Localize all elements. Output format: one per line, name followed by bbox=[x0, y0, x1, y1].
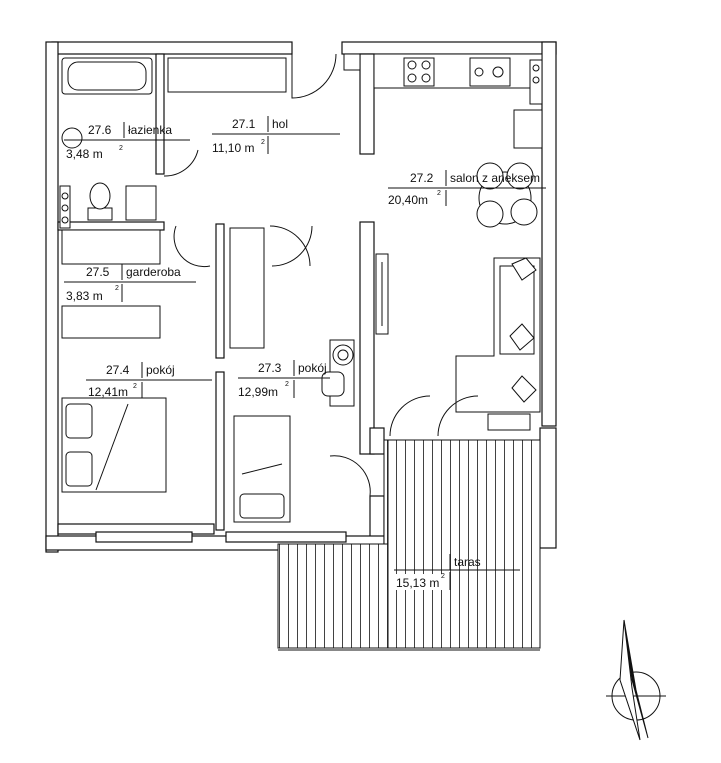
walls bbox=[45, 41, 557, 553]
dining-set bbox=[476, 162, 538, 228]
svg-text:pokój: pokój bbox=[146, 363, 175, 377]
bed-double bbox=[61, 397, 167, 493]
north-arrow-icon bbox=[606, 619, 666, 741]
svg-text:27.1: 27.1 bbox=[232, 117, 256, 131]
svg-text:pokój: pokój bbox=[298, 361, 327, 375]
dressing-wardrobe-bottom bbox=[61, 305, 161, 339]
toilet-bowl bbox=[89, 182, 111, 210]
svg-text:27.4: 27.4 bbox=[106, 363, 130, 377]
svg-text:garderoba: garderoba bbox=[126, 265, 181, 279]
hall-wardrobe bbox=[167, 57, 287, 93]
svg-text:11,10 m: 11,10 m bbox=[212, 141, 254, 155]
radiator bbox=[487, 413, 531, 431]
terrace bbox=[277, 439, 541, 651]
kitchen-heater bbox=[529, 59, 543, 105]
room-wardrobe bbox=[229, 227, 265, 349]
fridge bbox=[513, 109, 543, 149]
svg-text:27.3: 27.3 bbox=[258, 361, 282, 375]
washer bbox=[125, 185, 157, 221]
room-label-27-6: 27.6 łazienka 3,48 m 2 bbox=[64, 122, 190, 161]
heater bbox=[59, 185, 71, 229]
svg-text:27.5: 27.5 bbox=[86, 265, 110, 279]
dressing-wardrobe-top bbox=[61, 229, 161, 265]
room-label-27-1: 27.1 hol 11,10 m 2 bbox=[212, 116, 340, 155]
svg-text:2: 2 bbox=[261, 139, 265, 146]
svg-text:2: 2 bbox=[133, 383, 137, 390]
kitchen-counter bbox=[373, 53, 543, 89]
kitchen-sink bbox=[469, 57, 511, 87]
washbasin bbox=[61, 127, 83, 149]
svg-text:27.6: 27.6 bbox=[88, 123, 112, 137]
svg-text:salon z aneksem: salon z aneksem bbox=[450, 171, 540, 185]
svg-text:2: 2 bbox=[441, 573, 445, 580]
living-furniture bbox=[375, 253, 541, 431]
room-label-taras: taras 15,13 m 2 bbox=[393, 554, 520, 590]
svg-text:2: 2 bbox=[115, 285, 119, 292]
svg-text:łazienka: łazienka bbox=[128, 123, 172, 137]
room-label-27-5: 27.5 garderoba 3,83 m 2 bbox=[64, 264, 196, 303]
svg-text:taras: taras bbox=[454, 555, 481, 569]
room-label-27-3: 27.3 pokój 12,99m 2 bbox=[238, 360, 330, 399]
svg-text:3,83 m: 3,83 m bbox=[66, 289, 103, 303]
svg-text:2: 2 bbox=[119, 145, 123, 152]
chair-icon bbox=[332, 344, 354, 366]
svg-text:2: 2 bbox=[437, 190, 441, 197]
bathroom-fixtures bbox=[59, 57, 157, 229]
doors bbox=[163, 53, 479, 497]
wardrobes bbox=[61, 57, 287, 349]
svg-text:12,41m: 12,41m bbox=[88, 385, 128, 399]
svg-text:3,48 m: 3,48 m bbox=[66, 147, 103, 161]
svg-text:12,99m: 12,99m bbox=[238, 385, 278, 399]
svg-text:20,40m: 20,40m bbox=[388, 193, 428, 207]
room-27-3-furniture bbox=[233, 339, 355, 523]
svg-text:hol: hol bbox=[272, 117, 288, 131]
svg-text:15,13 m: 15,13 m bbox=[396, 576, 439, 590]
kitchen-outlet bbox=[343, 53, 361, 71]
toilet-tank bbox=[87, 207, 113, 221]
room-label-27-2: 27.2 salon z aneksem 20,40m 2 bbox=[388, 170, 546, 207]
svg-text:27.2: 27.2 bbox=[410, 171, 434, 185]
room-label-27-4: 27.4 pokój 12,41m 2 bbox=[86, 362, 212, 399]
kitchen bbox=[343, 53, 543, 149]
svg-text:2: 2 bbox=[285, 381, 289, 388]
